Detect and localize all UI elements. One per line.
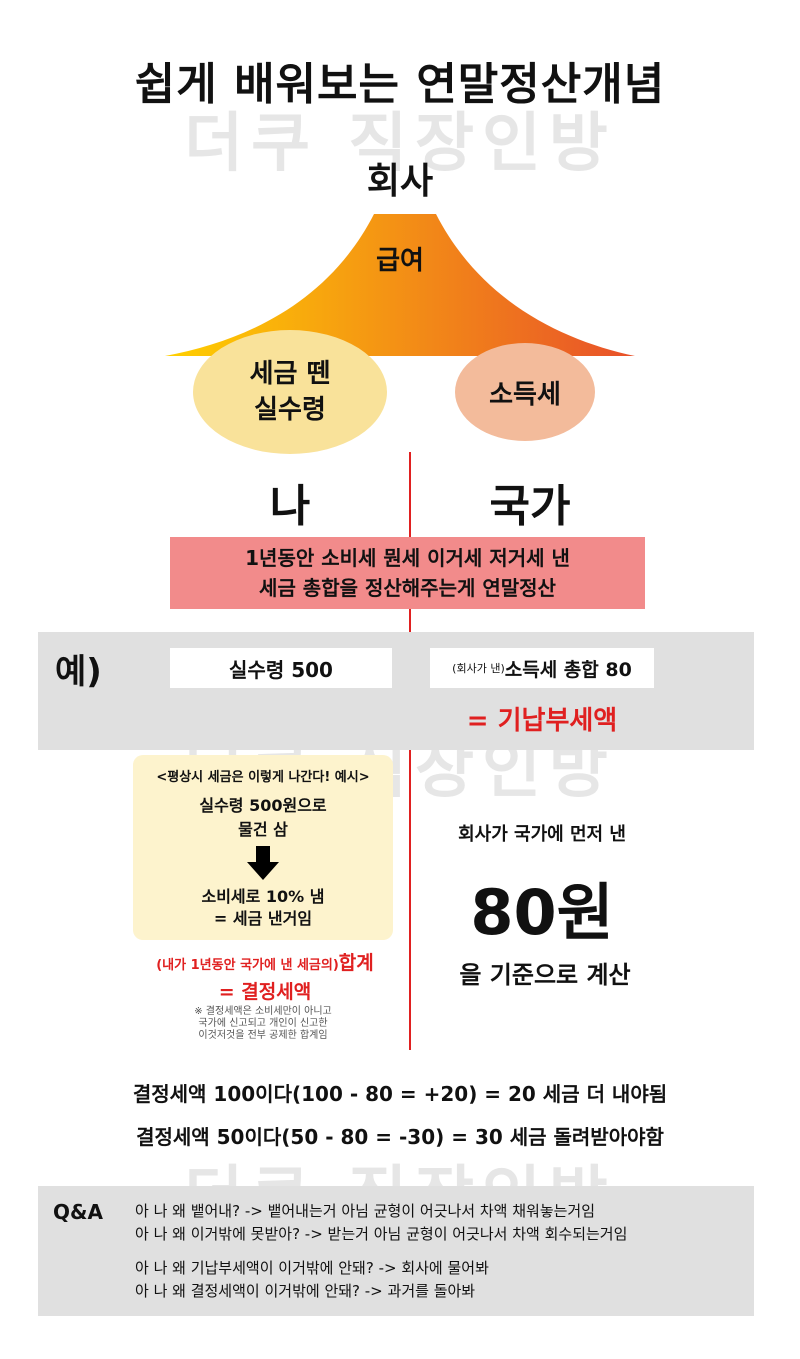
page-title: 쉽게 배워보는 연말정산개념 bbox=[134, 59, 666, 110]
definition-box: 1년동안 소비세 뭔세 이거세 저거세 낸 세금 총합을 정산해주는게 연말정산 bbox=[170, 537, 645, 609]
calc-line-2: 결정세액 50이다(50 - 80 = -30) = 30 세금 돌려받아야함 bbox=[136, 1125, 664, 1149]
company-paid-text: 회사가 국가에 먼저 낸 bbox=[458, 824, 626, 845]
footnote-line2: 국가에 신고되고 개인이 신고한 bbox=[198, 1018, 328, 1029]
center-divider bbox=[409, 452, 411, 1050]
buy-text: 실수령 500원으로 물건 삼 bbox=[133, 794, 393, 842]
me-label: 나 bbox=[269, 481, 311, 532]
final-tax-definition: (내가 1년동안 국가에 낸 세금의)합계 = 결정세액 bbox=[120, 950, 410, 1005]
vat-line2: = 세금 낸거임 bbox=[213, 909, 313, 928]
definition-line1: 1년동안 소비세 뭔세 이거세 저거세 낸 bbox=[245, 546, 570, 570]
net-pay-box: 실수령 500 bbox=[170, 648, 392, 688]
company-label: 회사 bbox=[366, 161, 434, 202]
net-pay-ellipse: 세금 뗀 실수령 bbox=[193, 330, 387, 454]
final-tax-footnote: ※ 결정세액은 소비세만이 아니고 국가에 신고되고 개인이 신고한 이것저것을… bbox=[133, 1006, 393, 1042]
qa-label: Q&A bbox=[53, 1200, 103, 1224]
footnote-line3: 이것저것을 전부 공제한 합계임 bbox=[198, 1030, 328, 1041]
salary-label: 급여 bbox=[376, 246, 424, 276]
vat-text: 소비세로 10% 냄 = 세금 낸거임 bbox=[133, 886, 393, 930]
qa-item: 아 나 왜 뱉어내? -> 뱉어내는거 아님 균형이 어긋나서 차액 채워놓는거… bbox=[135, 1202, 596, 1220]
tax-payer-note: (회사가 낸) bbox=[452, 662, 505, 675]
final-tax-line2: = 결정세액 bbox=[218, 981, 312, 1003]
qa-item: 아 나 왜 이거밖에 못받아? -> 받는거 아님 균형이 어긋나서 차액 회수… bbox=[135, 1225, 628, 1243]
example-label: 예) bbox=[55, 652, 102, 692]
buy-line1: 실수령 500원으로 bbox=[199, 796, 327, 815]
nation-label: 국가 bbox=[489, 481, 571, 532]
everyday-heading: <평상시 세금은 이렇게 나간다! 예시> bbox=[156, 770, 370, 785]
qa-band bbox=[38, 1186, 754, 1316]
watermark: 더쿠 직장인방 bbox=[184, 107, 616, 181]
arrow-down-icon bbox=[247, 846, 279, 880]
prepaid-tax-label: = 기납부세액 bbox=[466, 706, 618, 736]
tax-total-text: 소득세 총합 80 bbox=[504, 658, 632, 681]
final-tax-note: (내가 1년동안 국가에 낸 세금의) bbox=[156, 958, 339, 973]
tax-total-box: (회사가 낸) 소득세 총합 80 bbox=[430, 648, 654, 688]
qa-item: 아 나 왜 기납부세액이 이거밖에 안돼? -> 회사에 물어봐 bbox=[135, 1259, 489, 1277]
vat-line1: 소비세로 10% 냄 bbox=[201, 887, 325, 906]
income-tax-ellipse: 소득세 bbox=[455, 343, 595, 441]
prepaid-amount: 80원 bbox=[470, 876, 614, 949]
salary-mountain-shape bbox=[165, 214, 635, 356]
basis-text: 을 기준으로 계산 bbox=[459, 961, 631, 989]
net-pay-line2: 실수령 bbox=[254, 395, 326, 425]
income-tax-label: 소득세 bbox=[489, 379, 561, 410]
net-pay-line1: 세금 뗀 bbox=[249, 359, 331, 389]
footnote-line1: ※ 결정세액은 소비세만이 아니고 bbox=[194, 1006, 332, 1017]
qa-item: 아 나 왜 결정세액이 이거밖에 안돼? -> 과거를 돌아봐 bbox=[135, 1282, 476, 1300]
buy-line2: 물건 삼 bbox=[238, 820, 288, 839]
calc-line-1: 결정세액 100이다(100 - 80 = +20) = 20 세금 더 내야됨 bbox=[132, 1082, 668, 1106]
definition-line2: 세금 총합을 정산해주는게 연말정산 bbox=[259, 576, 556, 600]
salary-mountain bbox=[165, 214, 635, 356]
final-tax-sum: 합계 bbox=[338, 952, 374, 974]
